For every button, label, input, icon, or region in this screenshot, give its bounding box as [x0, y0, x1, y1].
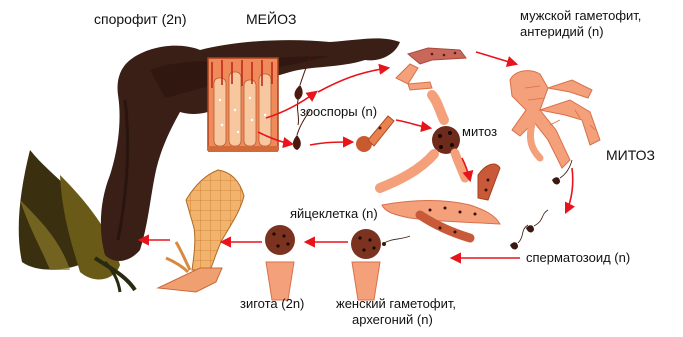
label-sporophyte: спорофит (2n) — [94, 12, 186, 27]
arrow-to-young-gametophyte — [318, 68, 388, 92]
label-male-gametophyte-1: мужской гаметофит, — [520, 8, 641, 23]
sperm-cells — [510, 160, 572, 249]
label-female-gametophyte-1: женский гаметофит, — [336, 296, 456, 311]
arrow-to-male — [476, 52, 516, 64]
label-egg: яйцеклетка (n) — [290, 206, 378, 221]
arrow-to-germinating — [310, 142, 352, 145]
arrow-to-mitosis — [396, 120, 430, 128]
label-meiosis: МЕЙОЗ — [246, 12, 296, 27]
mitosis-cell — [380, 95, 465, 188]
arrow-mitosis-sperm — [566, 168, 573, 212]
germinating-zoospore — [356, 116, 394, 152]
label-mitosis-small: митоз — [462, 124, 497, 139]
zygote — [265, 225, 295, 300]
label-male-gametophyte-2: антеридий (n) — [520, 24, 604, 39]
young-gametophyte-top — [396, 48, 466, 90]
label-mitosis-big: МИТОЗ — [606, 148, 655, 163]
label-sperm: сперматозоид (n) — [526, 250, 630, 265]
sporangium-section — [208, 58, 278, 152]
archegonium-egg — [351, 229, 410, 300]
young-sporophyte — [158, 170, 244, 292]
label-zoospores: зооспоры (n) — [300, 104, 377, 119]
label-female-gametophyte-2: архегоний (n) — [352, 312, 433, 327]
label-zygote: зигота (2n) — [240, 296, 304, 311]
male-gametophyte — [510, 71, 600, 168]
